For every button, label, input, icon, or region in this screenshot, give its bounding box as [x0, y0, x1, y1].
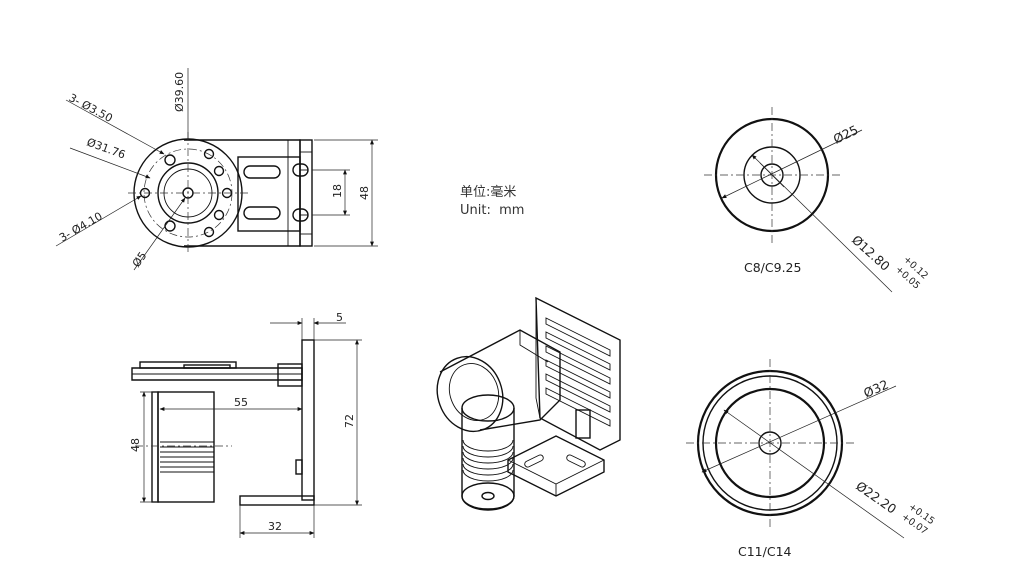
iso-base: [507, 435, 605, 497]
dim-holes-small: 3- Ø3.50: [67, 91, 115, 125]
dim-length: 55: [234, 396, 248, 409]
hole-2: [164, 220, 176, 232]
dim-bracket-height: 48: [358, 186, 371, 200]
c8-outer-dim: Ø25: [831, 122, 861, 147]
iso-fins: [545, 317, 611, 427]
c11-caption: C11/C14: [738, 544, 792, 559]
hole-1: [164, 154, 176, 166]
section-c8: Ø25 Ø12.80 +0.12 +0.05 C8/C9.25: [704, 107, 930, 293]
dim-holes-large: 3- Ø4.10: [57, 210, 105, 245]
slot-upper: [243, 165, 281, 179]
hole-5: [203, 226, 215, 238]
c11-inner-circle: [714, 387, 826, 499]
c8-caption: C8/C9.25: [744, 260, 801, 275]
side-mount-plate: [301, 339, 315, 501]
units-note: 单位:毫米 Unit: mm: [460, 184, 524, 220]
section-c11: Ø32 Ø22.20 +0.15 +0.07 C11/C14: [686, 359, 936, 559]
hole-4: [203, 148, 215, 160]
c11-outer-dim: Ø32: [861, 377, 891, 401]
iso-coupler: [461, 408, 515, 511]
dim-plate-thickness: 5: [336, 311, 343, 324]
c8-bore-dim: Ø12.80: [849, 232, 893, 274]
coupler-grooves: [160, 441, 214, 473]
dim-plate-height: 72: [343, 414, 356, 428]
units-note-en: Unit: mm: [460, 203, 525, 218]
dim-coupler-height: 48: [129, 438, 142, 452]
front-view: Ø39.60 3- Ø3.50 Ø31.76 3- Ø4.10 Ø5 18 48: [55, 68, 378, 271]
iso-fin-plate: [535, 296, 621, 451]
iso-arm: [439, 329, 561, 431]
units-note-cn: 单位:毫米: [460, 185, 517, 200]
dim-outer-dia: Ø39.60: [173, 72, 186, 112]
mount-plate-edge: [299, 139, 313, 247]
dim-bolt-circle: Ø31.76: [85, 136, 127, 162]
side-base: [239, 495, 315, 506]
dim-base-width: 32: [268, 520, 282, 533]
bracket-plate: [237, 156, 301, 232]
side-view: 5 55 48 72 32: [129, 311, 362, 538]
c11-bore-dim: Ø22.20: [853, 478, 899, 516]
c8-bore: [760, 163, 784, 187]
c11-bore: [758, 431, 782, 455]
slot-lower: [243, 206, 281, 220]
dim-slot-spacing: 18: [331, 184, 344, 198]
isometric-view: [436, 296, 621, 511]
